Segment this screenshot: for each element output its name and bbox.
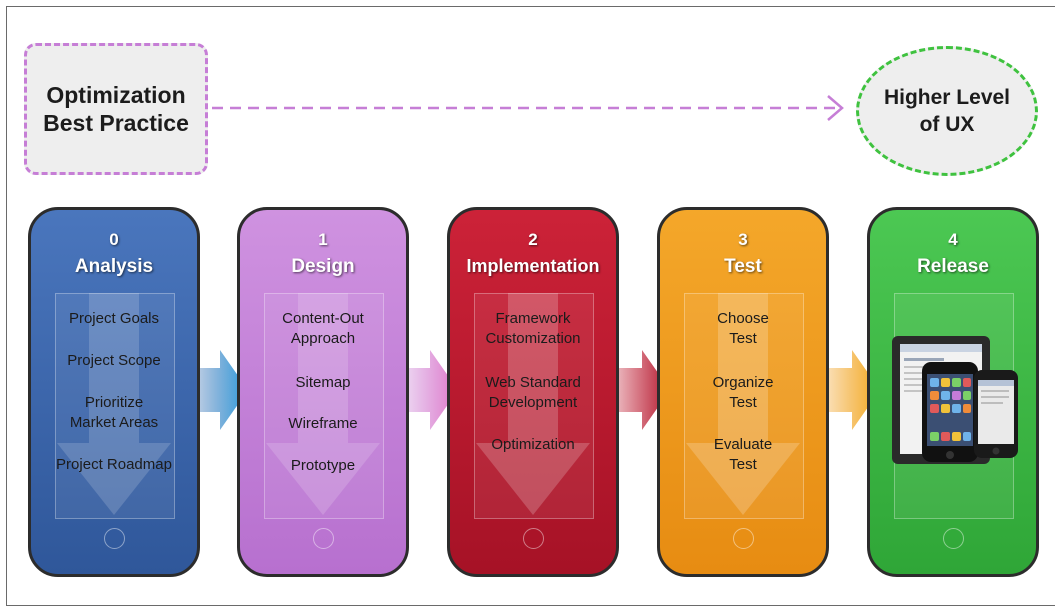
phase-screen [684,293,804,519]
phase-item: Wireframe [288,415,358,432]
phase-item: Sitemap [295,374,351,391]
flow-arrow-3 [608,350,670,430]
optimization-best-practice-label: Optimization Best Practice [43,82,189,136]
down-arrow-icon [57,293,171,515]
phase-item: Optimization [491,436,575,453]
mobile-devices-icon [892,336,1018,464]
home-button-icon [523,528,544,549]
phase-title: Implementation [466,256,600,276]
phase-item: Evaluate Test [713,436,773,473]
down-arrow-icon [686,293,800,515]
higher-level-ux-circle: Higher Level of UX [856,46,1038,176]
phase-item: Content-Out Approach [282,310,364,347]
home-button-icon [104,528,125,549]
phase-item: Project Scope [67,352,161,369]
phase-number: 1 [318,230,328,249]
home-button-icon [733,528,754,549]
phase-number: 3 [738,230,748,249]
phase-screen [264,293,384,519]
phase-item: Project Roadmap [56,456,172,473]
phase-title: Test [724,256,762,277]
phase-implementation-card: 2 Implementation Framework Customization… [447,207,619,577]
phase-item: Choose Test [717,310,769,347]
phase-release-card: 4 Release [867,207,1039,577]
flow-arrow-1 [186,350,248,430]
phase-item: Web Standard Development [485,374,581,411]
phase-test-card: 3 Test Choose Test Organize Test Evaluat… [657,207,829,577]
phase-item: Project Goals [68,310,160,327]
phase-design-card: 1 Design Content-Out Approach Sitemap Wi… [237,207,409,577]
home-button-icon [943,528,964,549]
phase-number: 2 [528,230,538,249]
phase-number: 0 [109,230,119,249]
phase-title: Analysis [74,256,154,277]
home-button-icon [313,528,334,549]
phase-item: Organize Test [712,374,774,411]
phase-item: Framework Customization [485,310,581,347]
phase-title: Design [291,256,355,277]
phase-number: 4 [948,230,958,249]
phase-screen [55,293,175,519]
phase-item: Prioritize Market Areas [69,394,159,431]
flow-arrow-4 [818,350,880,430]
down-arrow-icon [476,293,590,515]
phase-title: Release [917,256,989,277]
higher-level-ux-label: Higher Level of UX [883,86,1011,136]
down-arrow-icon [266,293,380,515]
optimization-best-practice-box: Optimization Best Practice [24,43,208,175]
phase-item: Prototype [290,457,356,474]
phase-analysis-card: 0 Analysis Project Goals Project Scope P… [28,207,200,577]
flow-arrow-2 [396,350,458,430]
phase-screen [474,293,594,519]
